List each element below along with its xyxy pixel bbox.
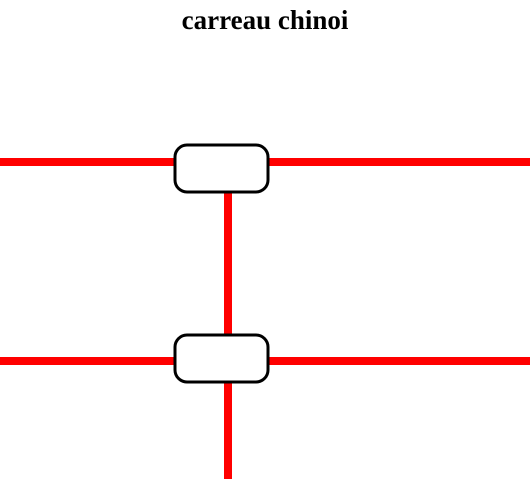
lower-node[interactable] bbox=[173, 333, 270, 384]
upper-node[interactable] bbox=[173, 143, 270, 194]
diagram-title: carreau chinoi bbox=[181, 5, 349, 35]
